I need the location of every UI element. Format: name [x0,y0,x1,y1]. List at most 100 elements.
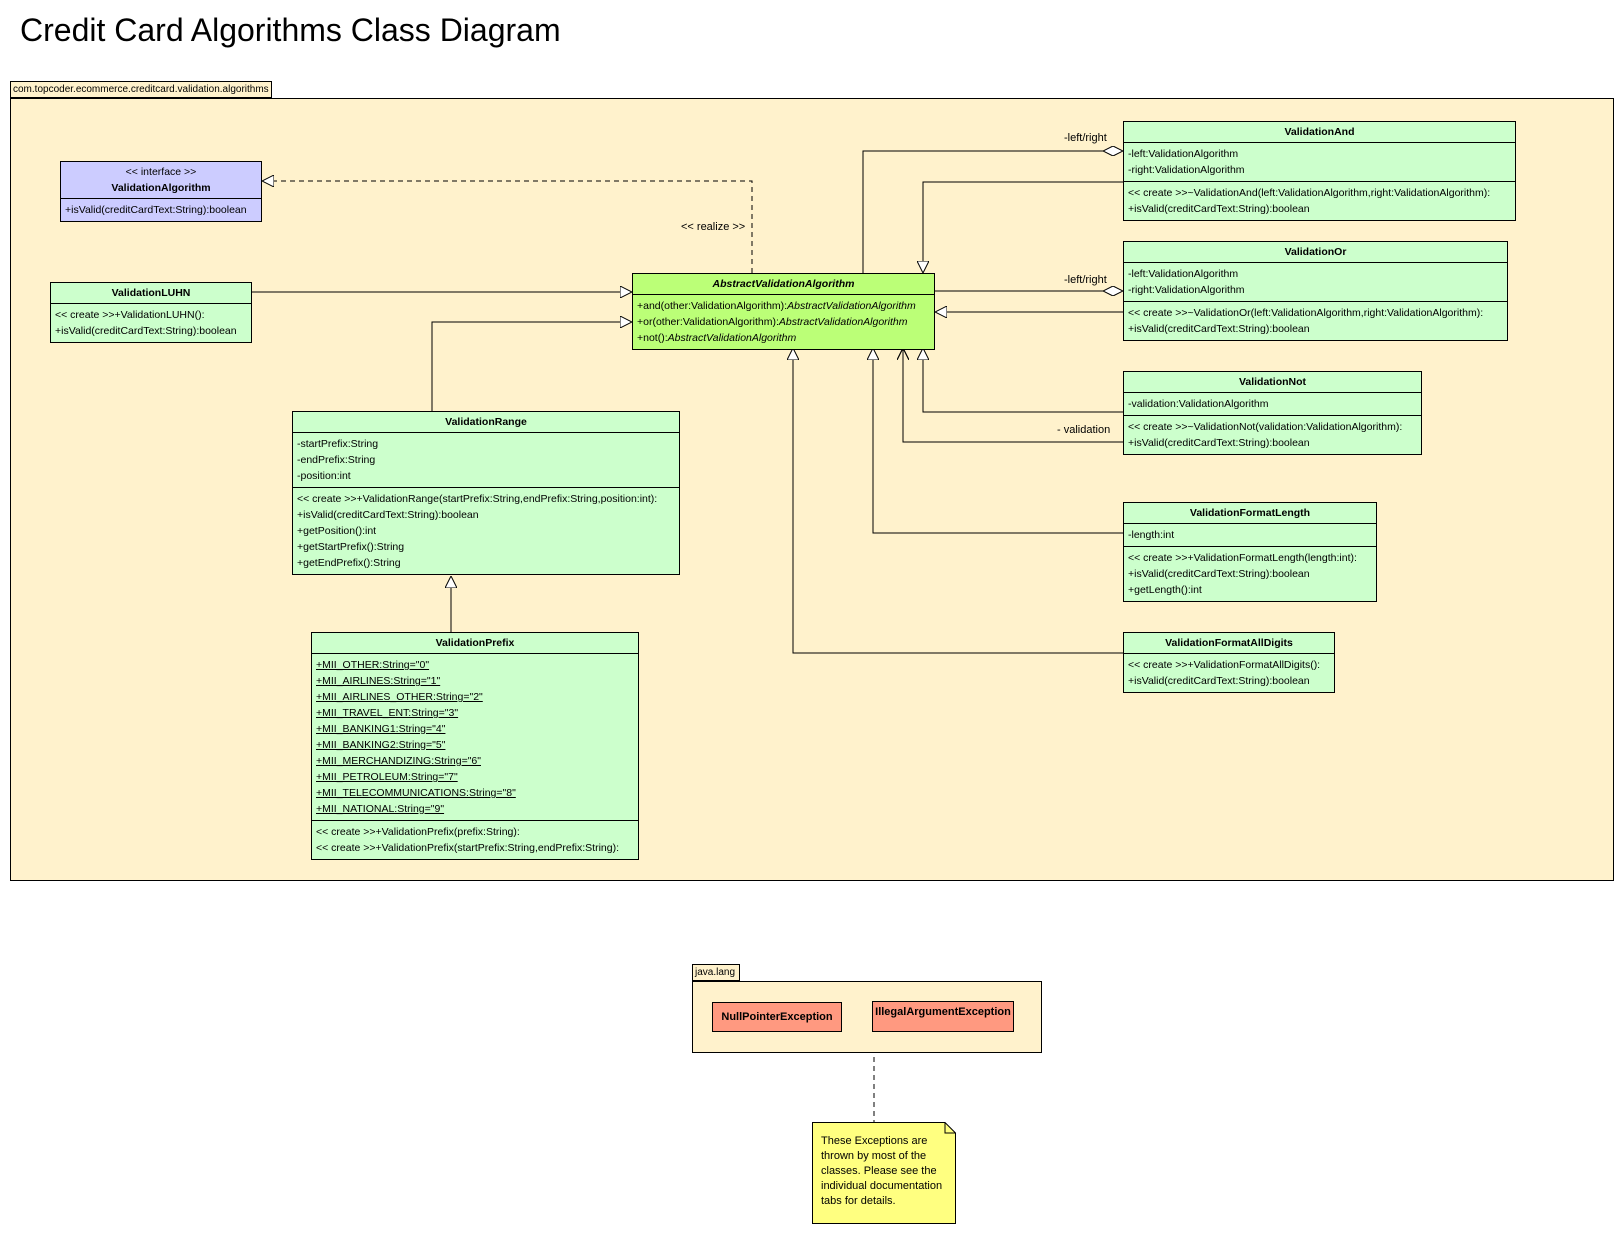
operation: +not():AbstractValidationAlgorithm [637,332,797,344]
attribute: -position:int [297,470,351,482]
class-validation-luhn[interactable]: ValidationLUHN << create >>+ValidationLU… [50,282,252,343]
or-role-label: -left/right [1064,274,1107,286]
realize-edge [262,181,753,273]
note-shape [812,1122,956,1224]
class-name: ValidationAnd [1124,122,1515,143]
class-validation-or[interactable]: ValidationOr -left:ValidationAlgorithm -… [1123,241,1508,341]
class-validation-range[interactable]: ValidationRange -startPrefix:String -end… [292,411,680,575]
operations: << create >>~ValidationNot(validation:Va… [1124,416,1421,454]
operation: << create >>~ValidationAnd(left:Validati… [1128,187,1491,199]
operation: +getStartPrefix():String [297,541,405,553]
and-role-label: -left/right [1064,132,1107,144]
operation: << create >>~ValidationOr(left:Validatio… [1128,307,1484,319]
operation: +isValid(creditCardText:String):boolean [1128,203,1310,215]
format-all-digits-generalization [793,348,1123,654]
class-name: ValidationLUHN [51,283,251,304]
package-algorithms [10,98,1614,881]
operation: << create >>+ValidationPrefix(startPrefi… [316,842,619,854]
class-validation-format-length[interactable]: ValidationFormatLength -length:int << cr… [1123,502,1377,602]
operation: << create >>+ValidationPrefix(prefix:Str… [316,826,520,838]
class-name: ValidationOr [1124,242,1507,263]
operations: << create >>+ValidationFormatAllDigits()… [1124,654,1334,692]
attribute: -right:ValidationAlgorithm [1128,164,1245,176]
operation: +or(other:ValidationAlgorithm):AbstractV… [637,316,908,328]
operations: +and(other:ValidationAlgorithm):Abstract… [633,295,934,349]
and-generalization [923,181,1123,273]
format-length-generalization [873,348,1123,534]
operation: +isValid(creditCardText:String):boolean [1128,675,1310,687]
package-tab-algorithms: com.topcoder.ecommerce.creditcard.valida… [10,81,272,98]
attribute: +MII_BANKING1:String="4" [316,723,446,735]
attribute: -length:int [1128,529,1175,541]
attribute: +MII_AIRLINES:String="1" [316,675,441,687]
operation: +getEndPrefix():String [297,557,401,569]
note-text: These Exceptions are thrown by most of t… [821,1135,943,1207]
class-name: ValidationFormatAllDigits [1124,633,1334,654]
attribute: +MII_AIRLINES_OTHER:String="2" [316,691,483,703]
attribute: -left:ValidationAlgorithm [1128,268,1239,280]
operation: +getLength():int [1128,584,1202,596]
attribute: +MII_PETROLEUM:String="7" [316,771,458,783]
range-generalization [431,322,632,411]
operation: +getPosition():int [297,525,377,537]
attribute: +MII_OTHER:String="0" [316,659,430,671]
attribute: +MII_TRAVEL_ENT:String="3" [316,707,459,719]
class-name: AbstractValidationAlgorithm [633,274,934,295]
operation: +isValid(creditCardText:String):boolean [1128,437,1310,449]
attribute: -left:ValidationAlgorithm [1128,148,1239,160]
operations: << create >>~ValidationOr(left:Validatio… [1124,302,1507,340]
attributes: -left:ValidationAlgorithm -right:Validat… [1124,263,1507,302]
attribute: -validation:ValidationAlgorithm [1128,398,1269,410]
operations: << create >>+ValidationRange(startPrefix… [293,488,679,574]
operations: << create >>+ValidationFormatLength(leng… [1124,547,1376,601]
stereotype: << interface >> [125,166,197,178]
operation: << create >>+ValidationRange(startPrefix… [297,493,658,505]
attribute: +MII_NATIONAL:String="9" [316,803,445,815]
not-generalization [923,348,1123,413]
attributes: -left:ValidationAlgorithm -right:Validat… [1124,143,1515,182]
class-name: ValidationPrefix [312,633,638,654]
and-aggregation [862,151,1103,273]
attributes: -validation:ValidationAlgorithm [1124,393,1421,416]
page-title: Credit Card Algorithms Class Diagram [20,12,561,48]
attribute: +MII_TELECOMMUNICATIONS:String="8" [316,787,516,799]
attributes: -startPrefix:String -endPrefix:String -p… [293,433,679,488]
operations: << create >>+ValidationPrefix(prefix:Str… [312,821,638,859]
class-validation-not[interactable]: ValidationNot -validation:ValidationAlgo… [1123,371,1422,455]
class-name: ValidationFormatLength [1124,503,1376,524]
attributes: +MII_OTHER:String="0" +MII_AIRLINES:Stri… [312,654,638,821]
not-role-label: - validation [1057,424,1111,436]
not-association [903,348,1123,443]
operation: +isValid(creditCardText:String):boolean [1128,323,1310,335]
class-validation-algorithm[interactable]: << interface >> ValidationAlgorithm +isV… [60,161,262,222]
package-tab-java-lang: java.lang [692,964,740,981]
realize-label: << realize >> [681,221,746,233]
operation: << create >>~ValidationNot(validation:Va… [1128,421,1403,433]
attribute: -endPrefix:String [297,454,376,466]
class-abstract-validation-algorithm[interactable]: AbstractValidationAlgorithm +and(other:V… [632,273,935,350]
class-name: ValidationRange [293,412,679,433]
operations: << create >>+ValidationLUHN(): +isValid(… [51,304,251,342]
class-name: ValidationNot [1124,372,1421,393]
operation: +isValid(creditCardText:String):boolean [297,509,479,521]
attribute: +MII_BANKING2:String="5" [316,739,446,751]
operation: << create >>+ValidationFormatLength(leng… [1128,552,1357,564]
exception-null-pointer[interactable]: NullPointerException [712,1002,842,1032]
operation: +isValid(creditCardText:String):boolean [1128,568,1310,580]
class-validation-prefix[interactable]: ValidationPrefix +MII_OTHER:String="0" +… [311,632,639,860]
operation: << create >>+ValidationFormatAllDigits()… [1128,659,1321,671]
operation: << create >>+ValidationLUHN(): [55,309,205,321]
class-name: << interface >> ValidationAlgorithm [61,162,261,199]
operations: +isValid(creditCardText:String):boolean [61,199,261,221]
operation: +and(other:ValidationAlgorithm):Abstract… [637,300,916,312]
exception-illegal-argument[interactable]: IllegalArgumentException [872,1001,1014,1032]
operations: << create >>~ValidationAnd(left:Validati… [1124,182,1515,220]
attribute: +MII_MERCHANDIZING:String="6" [316,755,481,767]
class-validation-format-all-digits[interactable]: ValidationFormatAllDigits << create >>+V… [1123,632,1335,693]
attributes: -length:int [1124,524,1376,547]
attribute: -right:ValidationAlgorithm [1128,284,1245,296]
operation: +isValid(creditCardText:String):boolean [65,204,247,216]
operation: +isValid(creditCardText:String):boolean [55,325,237,337]
class-validation-and[interactable]: ValidationAnd -left:ValidationAlgorithm … [1123,121,1516,221]
